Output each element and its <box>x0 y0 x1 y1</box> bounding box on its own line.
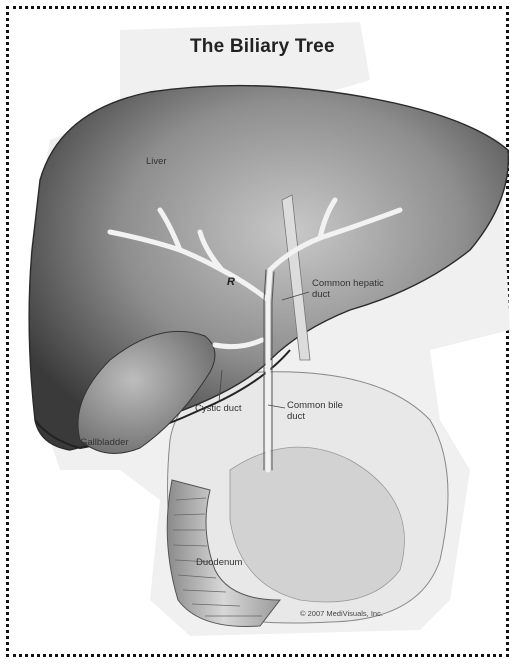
copyright-credit: © 2007 MediVisuals, Inc. <box>300 609 383 618</box>
figure-title: The Biliary Tree <box>190 36 335 58</box>
label-duodenum: Duodenum <box>196 557 242 568</box>
label-cystic-duct: Cystic duct <box>195 403 245 414</box>
label-liver: Liver <box>146 156 167 167</box>
label-common-bile-duct: Common bile duct <box>287 400 347 422</box>
label-gallbladder: Gallbladder <box>80 437 129 448</box>
label-common-hepatic-duct: Common hepatic duct <box>312 278 392 300</box>
label-right: R <box>227 277 235 288</box>
